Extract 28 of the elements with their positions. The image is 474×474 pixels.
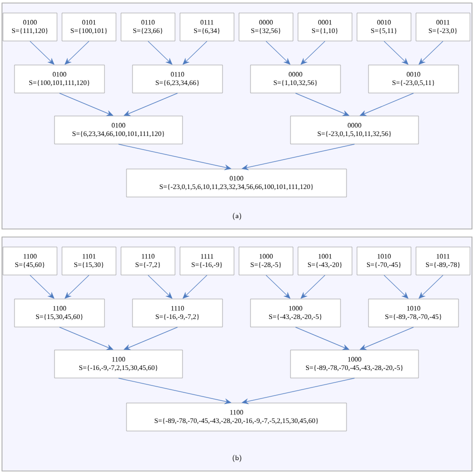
arrow <box>384 274 408 299</box>
arrow <box>295 326 350 350</box>
arrow <box>300 40 326 65</box>
arrow <box>266 40 290 65</box>
arrow <box>148 40 172 65</box>
arrow <box>360 92 414 116</box>
arrow <box>30 40 54 65</box>
arrow <box>148 274 172 299</box>
arrow <box>59 326 114 350</box>
arrow <box>64 274 90 299</box>
arrow <box>418 40 444 65</box>
arrow <box>64 40 90 65</box>
arrow <box>242 144 355 170</box>
arrow <box>182 40 208 65</box>
arrow <box>182 274 208 299</box>
arrow <box>418 274 444 299</box>
arrow <box>384 40 408 65</box>
arrow <box>242 378 355 404</box>
arrow <box>300 274 326 299</box>
arrow <box>124 92 178 116</box>
arrow <box>266 274 290 299</box>
arrow <box>30 274 54 299</box>
arrow <box>59 92 114 116</box>
arrow <box>295 92 350 116</box>
arrow <box>118 144 232 170</box>
arrow <box>124 326 178 350</box>
arrow <box>360 326 414 350</box>
arrow <box>118 378 232 404</box>
